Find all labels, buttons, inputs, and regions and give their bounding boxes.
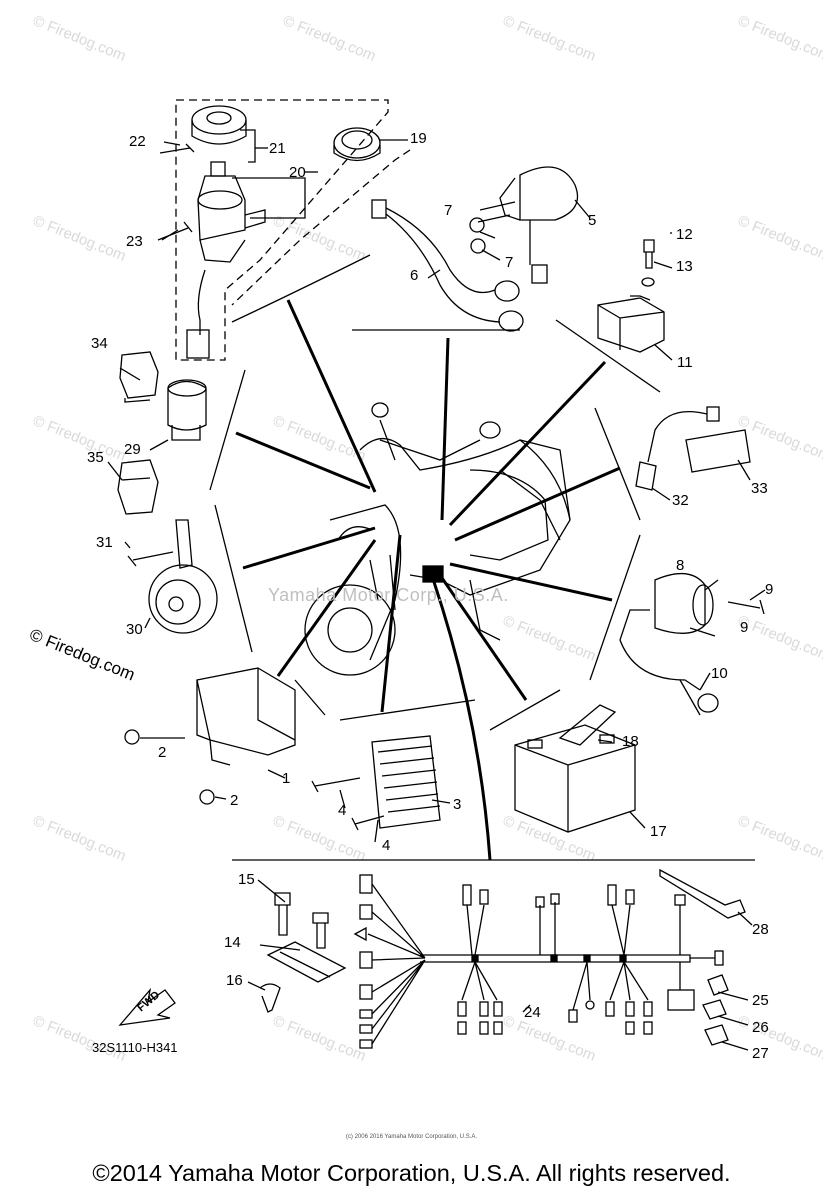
screw-22-icon [159, 143, 195, 154]
callout-6: 6 [410, 267, 419, 284]
callout-9: 9 [740, 619, 749, 636]
callout-17: 17 [650, 823, 667, 840]
nut-7-icon [469, 217, 485, 233]
flasher-29-icon [167, 379, 207, 441]
bolt-9b-icon [689, 627, 716, 637]
main-switch-icon [186, 105, 266, 359]
callout-35: 35 [87, 449, 104, 466]
nut-2a-icon [124, 729, 140, 745]
label-33-icon [685, 429, 751, 473]
key-cover-icon [333, 127, 381, 162]
fuse-25-icon [707, 974, 729, 996]
callout-26: 26 [752, 1019, 769, 1036]
regulator-icon [371, 735, 441, 829]
callout-4: 4 [338, 802, 347, 819]
dashed-group-outline [175, 99, 389, 361]
callout-33: 33 [751, 480, 768, 497]
screw-4a-icon [311, 777, 361, 793]
callout-24: 24 [524, 1004, 541, 1021]
bolt-12-icon [643, 239, 655, 269]
bracket-14-icon [266, 941, 347, 983]
leader-lines [235, 299, 621, 861]
callout-10: 10 [711, 665, 728, 682]
screw-4b-icon [351, 815, 385, 831]
callout-7: 7 [505, 254, 514, 271]
battery-icon [514, 724, 636, 833]
callout-11: 11 [677, 354, 693, 371]
battery-lead-icon [371, 199, 524, 332]
resistor-11-icon [597, 295, 665, 353]
callout-9: 9 [765, 581, 774, 598]
callout-16: 16 [226, 972, 243, 989]
callout-8: 8 [676, 557, 685, 574]
callout-12: 12 [676, 226, 693, 243]
fuse-27-icon [704, 1024, 729, 1046]
callout-3: 3 [453, 796, 462, 813]
ignition-coil-icon [619, 573, 719, 716]
ecu-icon [196, 667, 296, 766]
callout-28: 28 [752, 921, 769, 938]
callout-15: 15 [238, 871, 255, 888]
callout-13: 13 [676, 258, 693, 275]
callout-18: 18 [622, 733, 639, 750]
screw-23-icon [157, 221, 193, 241]
wire-harness-icon [353, 874, 724, 1049]
center-watermark: Yamaha Motor Corp., U.S.A. [268, 585, 509, 605]
callout-32: 32 [672, 492, 689, 509]
callout-20: 20 [289, 164, 306, 181]
callout-34: 34 [91, 335, 108, 352]
bolt-15b-icon [312, 912, 329, 949]
copyright-notice: ©2014 Yamaha Motor Corporation, U.S.A. A… [92, 1160, 731, 1186]
relay-34-icon [119, 351, 159, 403]
callout-29: 29 [124, 441, 141, 458]
scooter-illustration [304, 402, 571, 676]
screw-31-icon [127, 551, 174, 567]
callout-2: 2 [158, 744, 167, 761]
bolt-15-icon [274, 892, 291, 936]
o2-sensor-icon [635, 406, 720, 491]
cable-tie-icon [659, 868, 746, 919]
battery-strap-icon [558, 704, 617, 746]
callout-7: 7 [444, 202, 453, 219]
callout-31: 31 [96, 534, 113, 551]
callout-23: 23 [126, 233, 143, 250]
callout-27: 27 [752, 1045, 769, 1062]
callout-1: 1 [282, 770, 291, 787]
relay-35-icon [117, 459, 159, 515]
callout-4: 4 [382, 837, 391, 854]
starter-relay-icon [477, 166, 579, 284]
nut-7b-icon [470, 238, 486, 254]
nut-2b-icon [199, 789, 215, 805]
callout-30: 30 [126, 621, 143, 638]
callout-2: 2 [230, 792, 239, 809]
callout-19: 19 [410, 130, 427, 147]
copyright-small: (c) 2006 2016 Yamaha Motor Corporation, … [345, 1134, 478, 1140]
clip-16-icon [259, 983, 281, 1013]
callout-14: 14 [224, 934, 241, 951]
callout-22: 22 [129, 133, 146, 150]
callout-5: 5 [588, 212, 597, 229]
horn-icon [148, 519, 218, 634]
washer-13-icon [641, 277, 655, 287]
fwd-arrow-icon [118, 987, 176, 1026]
callout-21: 21 [269, 140, 286, 157]
diagram-code: 32S1110-H341 [92, 1040, 178, 1055]
callout-25: 25 [752, 992, 769, 1009]
fuse-26-icon [702, 999, 727, 1020]
bolt-9a-icon [727, 599, 765, 615]
